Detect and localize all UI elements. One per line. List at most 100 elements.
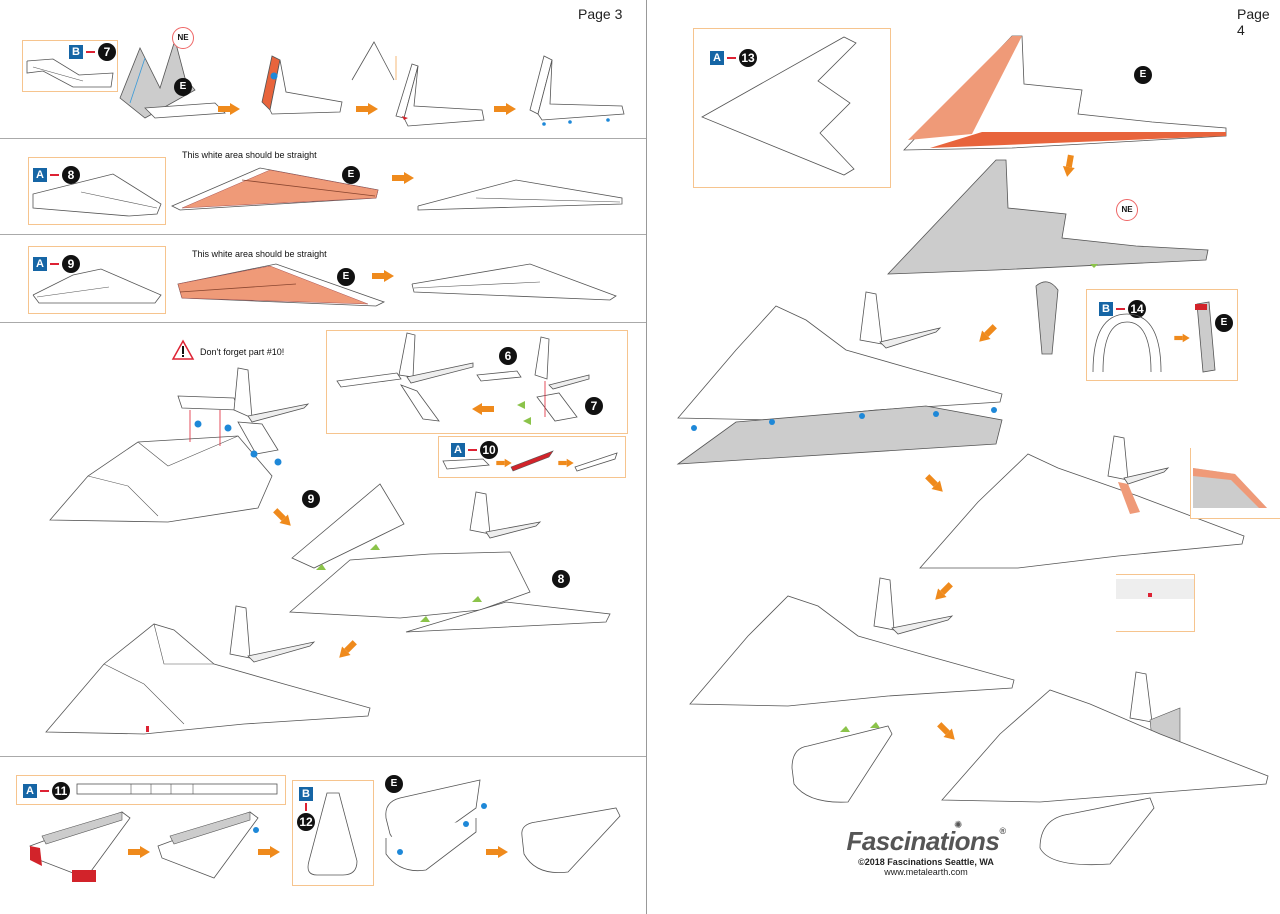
website-link[interactable]: www.metalearth.com (884, 867, 968, 877)
copyright-text: ©2018 Fascinations Seattle, WA (858, 857, 994, 867)
back-arrow (480, 403, 494, 415)
page-divider (646, 0, 647, 914)
base-ring-drawing (157, 811, 259, 879)
part-detail-box: B 7 (22, 40, 118, 92)
part-number: 8 (62, 166, 80, 184)
step-13-fold-drawing (903, 35, 1227, 151)
ne-badge: NE (172, 27, 194, 49)
next-arrow (356, 103, 378, 115)
part-number: 7 (98, 43, 116, 61)
brand-footer: ✺ Fascinations® ©2018 Fascinations Seatt… (836, 820, 1016, 877)
warning-text: Don't forget part #10! (200, 347, 285, 357)
part-tag: A 9 (33, 255, 80, 273)
sheet-badge: A (33, 257, 47, 271)
tag-dash (468, 449, 477, 451)
callout-6: 6 (499, 347, 517, 365)
next-arrow (496, 458, 512, 468)
page-4: Page 4 A 13 E NE (648, 0, 1280, 914)
next-arrow (558, 458, 574, 468)
detail-box (1190, 448, 1280, 519)
fuselage-wings-drawing (919, 435, 1245, 569)
part-number: 11 (52, 782, 70, 800)
sheet-badge: B (299, 787, 313, 801)
part-tag: B 7 (69, 43, 116, 61)
tag-dash (1116, 308, 1125, 310)
step-7-result (529, 55, 625, 126)
part-9-flat-drawing (32, 268, 162, 304)
part-11-box: A 11 (16, 775, 286, 805)
part-tag: A 13 (710, 49, 757, 67)
instruction-note: This white area should be straight (182, 150, 317, 160)
completed-model-drawing (941, 671, 1269, 865)
callout-8: 8 (552, 570, 570, 588)
sheet-badge: A (710, 51, 724, 65)
step-9-result (411, 263, 617, 301)
page-number: Page 3 (578, 6, 623, 22)
tail-assembly-detail (336, 332, 590, 425)
step-8-fold-drawing (171, 167, 379, 211)
step-7-fold-drawing (119, 38, 226, 119)
e-badge: E (342, 166, 360, 184)
step-10-result-drawing (45, 605, 371, 735)
part-number: 9 (62, 255, 80, 273)
instruction-note: This white area should be straight (192, 249, 327, 259)
step-divider (0, 234, 646, 235)
tag-dash (40, 790, 49, 792)
step-7-fold-stage-2 (261, 55, 343, 115)
part-12-drawing (307, 792, 358, 876)
step-7-fold-stage-3 (351, 41, 485, 127)
sheet-badge: A (33, 168, 47, 182)
tag-dash (86, 51, 95, 53)
base-lid-assembly-drawing (385, 779, 487, 872)
part-14-drawing (1092, 301, 1216, 373)
e-badge: E (1215, 314, 1233, 332)
part-tag: A 10 (451, 441, 498, 459)
callout-7: 7 (585, 397, 603, 415)
e-badge: E (1134, 66, 1152, 84)
part-detail-box: A 9 (28, 246, 166, 314)
next-arrow (392, 172, 414, 184)
step-9-fold-drawing (177, 263, 386, 307)
part-number: 12 (297, 813, 315, 831)
e-badge: E (385, 775, 403, 793)
next-arrow (1174, 333, 1190, 343)
detail-box (1116, 574, 1195, 632)
part-11-strip-drawing (76, 783, 278, 795)
detail-box: 6 7 (326, 330, 628, 434)
part-8-flat-drawing (32, 173, 162, 217)
tag-dash (727, 57, 736, 59)
fuselage-join-drawing (676, 291, 1003, 465)
wing-edge-detail (1116, 579, 1194, 599)
sheet-badge: A (23, 784, 37, 798)
tag-dash (50, 174, 59, 176)
base-ring-fold-drawing (29, 811, 131, 882)
sheet-badge: A (451, 443, 465, 457)
step-divider (0, 138, 646, 139)
part-tag: A 11 (23, 782, 70, 800)
part-tag: A 8 (33, 166, 80, 184)
part-10-drawing (442, 450, 618, 472)
atom-icon: ✺ (954, 820, 963, 831)
ne-badge: NE (1116, 199, 1138, 221)
next-arrow (258, 846, 280, 858)
part-number: 10 (480, 441, 498, 459)
callout-9: 9 (302, 490, 320, 508)
edge-detail-drawing (1193, 468, 1267, 508)
wing-assembly-drawing (288, 483, 611, 633)
sheet-badge: B (1099, 302, 1113, 316)
brand-logo: Fascinations® (836, 826, 1016, 857)
part-detail-box: A 8 (28, 157, 166, 225)
intake-part-drawing (1035, 281, 1059, 355)
next-arrow (372, 270, 394, 282)
registered-mark: ® (999, 826, 1006, 836)
final-plane-drawing (689, 577, 1015, 707)
step-8-result (417, 179, 623, 211)
tag-dash (305, 803, 307, 811)
part-13-drawing (701, 36, 857, 176)
part-10-box: A 10 (438, 436, 626, 478)
part-7-flat-drawing (26, 58, 114, 88)
next-arrow (128, 846, 150, 858)
step-divider (0, 756, 646, 757)
next-arrow (218, 103, 240, 115)
step-13-gray-fuselage (887, 159, 1209, 275)
